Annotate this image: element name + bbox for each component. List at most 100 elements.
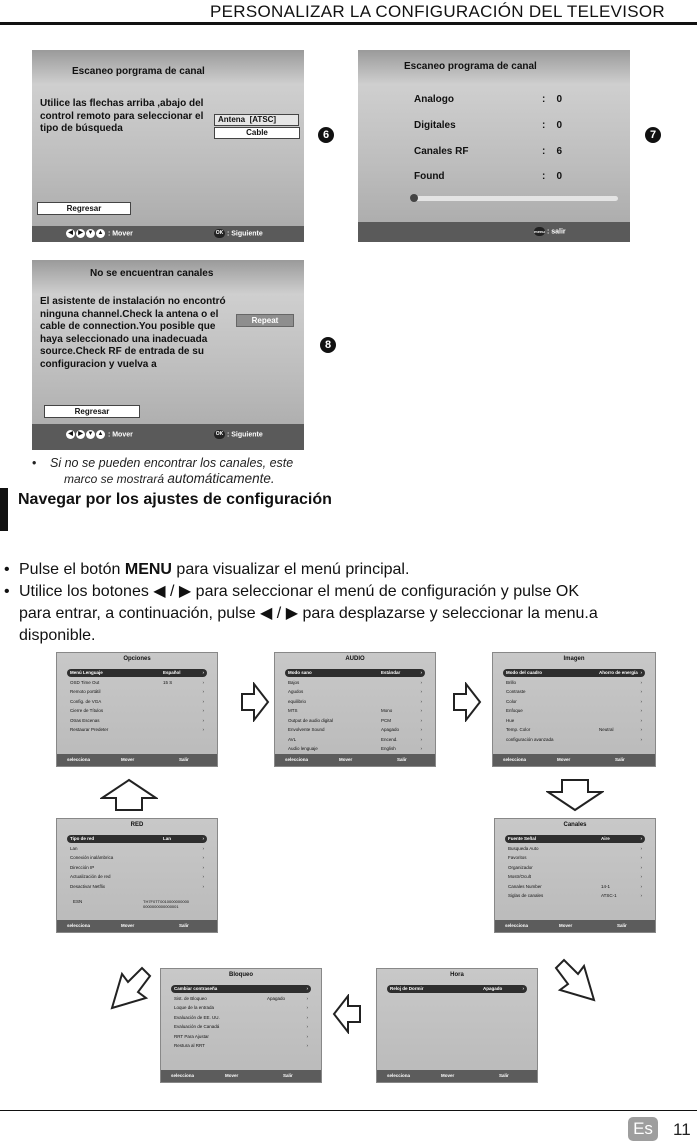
menu-row-label: Temp. Color bbox=[506, 727, 531, 732]
menu-row-label: Fuente Señal bbox=[508, 836, 537, 841]
menu-row[interactable]: Enfoque› bbox=[503, 707, 645, 715]
menu-row[interactable]: Config. de VGA› bbox=[67, 698, 207, 706]
menu-row[interactable]: RRT Para Ajustar› bbox=[171, 1033, 311, 1041]
menu-row[interactable]: Color› bbox=[503, 698, 645, 706]
step-number-7: 7 bbox=[645, 127, 661, 143]
menu-row[interactable]: Conexión inalámbrica› bbox=[67, 854, 207, 862]
menu-nav-label: Salir bbox=[617, 923, 627, 928]
menu-row[interactable]: Desactivar Netflix› bbox=[67, 883, 207, 891]
menu-row-value: Ahorro de energía bbox=[599, 670, 638, 675]
menu-row-label: AVL bbox=[288, 736, 297, 742]
screen-title: Escaneo porgrama de canal bbox=[72, 66, 205, 77]
menu-row[interactable]: Contraste› bbox=[503, 688, 645, 696]
menu-row-label: Envolvente Sound bbox=[288, 727, 325, 732]
esn-label: ESN bbox=[73, 899, 83, 904]
menu-row[interactable]: Cierre de Títulos› bbox=[67, 707, 207, 715]
left-arrow-icon: ◀ bbox=[66, 229, 75, 238]
menu-row[interactable]: configuración avanzada› bbox=[503, 736, 645, 744]
menu-nav-label: Salir bbox=[615, 757, 625, 762]
menu-row[interactable]: Lan› bbox=[67, 845, 207, 853]
menu-row-label: OSD Time Out bbox=[70, 679, 100, 685]
menu-row[interactable]: Organizador› bbox=[505, 864, 645, 872]
menu-row-value: Apagado bbox=[267, 995, 286, 1001]
screen-title: No se encuentran canales bbox=[90, 268, 214, 279]
screen-nav-bar: ◀▶▼▲ : Mover OK : Siguiente bbox=[32, 226, 304, 242]
menu-row[interactable]: Bajos› bbox=[285, 679, 425, 687]
nav-next: OK : Siguiente bbox=[214, 430, 263, 439]
menu-row[interactable]: Busqueda Auto› bbox=[505, 845, 645, 853]
screen-nav-bar: ◀▶▼▲ : Mover OK : Siguiente bbox=[32, 424, 304, 450]
menu-nav-label: selecciona bbox=[67, 757, 91, 762]
chevron-right-icon: › bbox=[640, 708, 643, 713]
antenna-option[interactable]: Antena [ATSC] bbox=[214, 114, 299, 126]
chevron-right-icon: › bbox=[640, 689, 643, 694]
menu-row[interactable]: Cambiar contraseña› bbox=[171, 985, 311, 993]
bullet-1-bold: MENU bbox=[124, 561, 172, 578]
back-button[interactable]: Regresar bbox=[44, 405, 140, 418]
menu-row-label: Canales Number bbox=[508, 883, 542, 889]
chevron-right-icon: › bbox=[420, 746, 423, 751]
chevron-right-icon: › bbox=[640, 727, 643, 732]
menu-row[interactable]: Hue› bbox=[503, 717, 645, 725]
chevron-right-icon: › bbox=[640, 864, 643, 870]
menu-row[interactable]: Remoto portátil› bbox=[67, 688, 207, 696]
menu-row[interactable]: Favoritos› bbox=[505, 854, 645, 862]
chevron-right-icon: › bbox=[306, 1014, 309, 1020]
nav-exit-label: : salir bbox=[546, 228, 566, 236]
menu-row-value: PCM bbox=[381, 717, 391, 723]
menu-row[interactable]: Evaluación de EE. UU. › bbox=[171, 1014, 311, 1022]
menu-row-label: Remoto portátil bbox=[70, 689, 101, 694]
menu-row[interactable]: Dirección IP› bbox=[67, 864, 207, 872]
menu-row-label: Menú Lenguaje bbox=[70, 670, 103, 675]
chevron-right-icon: › bbox=[202, 727, 205, 732]
menu-row[interactable]: Loque de la entrada› bbox=[171, 1004, 311, 1012]
menu-row-label: Cierre de Títulos bbox=[70, 708, 104, 713]
cable-option[interactable]: Cable bbox=[214, 127, 300, 139]
chevron-right-icon: › bbox=[420, 689, 423, 694]
menu-row[interactable]: Brillo› bbox=[503, 679, 645, 687]
tv-screen-no-channels: No se encuentran canales El asistente de… bbox=[32, 260, 304, 450]
back-button[interactable]: Regresar bbox=[37, 202, 131, 215]
menu-row[interactable]: Evaluación de Canadá› bbox=[171, 1023, 311, 1031]
menu-nav-label: selecciona bbox=[171, 1073, 195, 1078]
menu-row[interactable]: Actualización de red› bbox=[67, 873, 207, 881]
menu-row[interactable]: Mostr/Ocult› bbox=[505, 873, 645, 881]
chevron-right-icon: › bbox=[522, 986, 525, 991]
menu-title: Hora bbox=[450, 972, 464, 978]
menu-row[interactable]: Otras Escenas› bbox=[67, 717, 207, 725]
scan-row-found-label: Found bbox=[414, 171, 445, 182]
caption-line-2-b: automáticamente. bbox=[167, 471, 275, 486]
repeat-button[interactable]: Repeat bbox=[236, 314, 294, 327]
menu-row[interactable]: Restaurar Predeter› bbox=[67, 726, 207, 734]
menu-row[interactable]: Restura al RRT› bbox=[171, 1042, 311, 1050]
menu-row[interactable]: equilibrio› bbox=[285, 698, 425, 706]
nav-exit: menu : salir bbox=[534, 227, 566, 236]
screen-instruction: Utilice las flechas arriba ,abajo del co… bbox=[40, 98, 204, 134]
menu-row[interactable]: Agudos› bbox=[285, 688, 425, 696]
bullet-1-a: Pulse el botón bbox=[19, 561, 125, 578]
menu-row-label: Evaluación de EE. UU. bbox=[174, 1014, 220, 1020]
menu-row-label: Config. de VGA bbox=[70, 698, 102, 704]
menu-row-label: Cambiar contraseña bbox=[174, 986, 218, 991]
menu-row-value: 15 S bbox=[163, 679, 173, 685]
